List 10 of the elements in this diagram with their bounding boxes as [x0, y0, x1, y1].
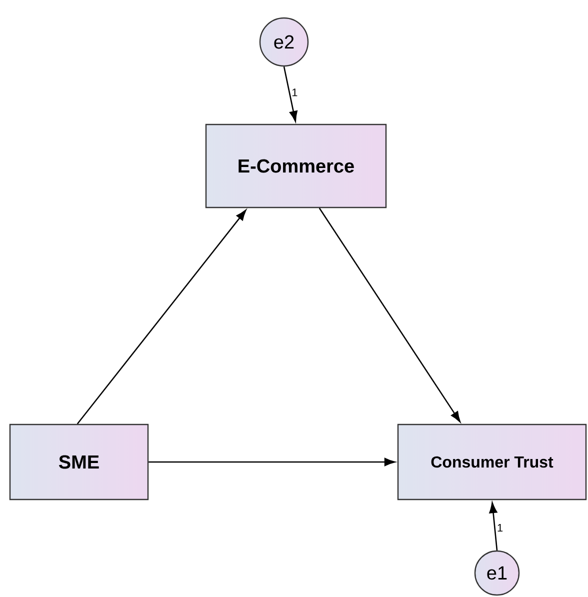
- variable-box: E-Commerce: [205, 124, 387, 208]
- variable-box: SME: [9, 424, 149, 500]
- arrow: [148, 458, 396, 466]
- edge-label: 1: [498, 524, 503, 532]
- arrow: [318, 208, 460, 422]
- arrow: [76, 210, 246, 424]
- arrow: [283, 66, 298, 122]
- variable-box: Consumer Trust: [397, 424, 587, 500]
- arrow: [489, 502, 498, 550]
- edge-label: 1: [292, 88, 298, 96]
